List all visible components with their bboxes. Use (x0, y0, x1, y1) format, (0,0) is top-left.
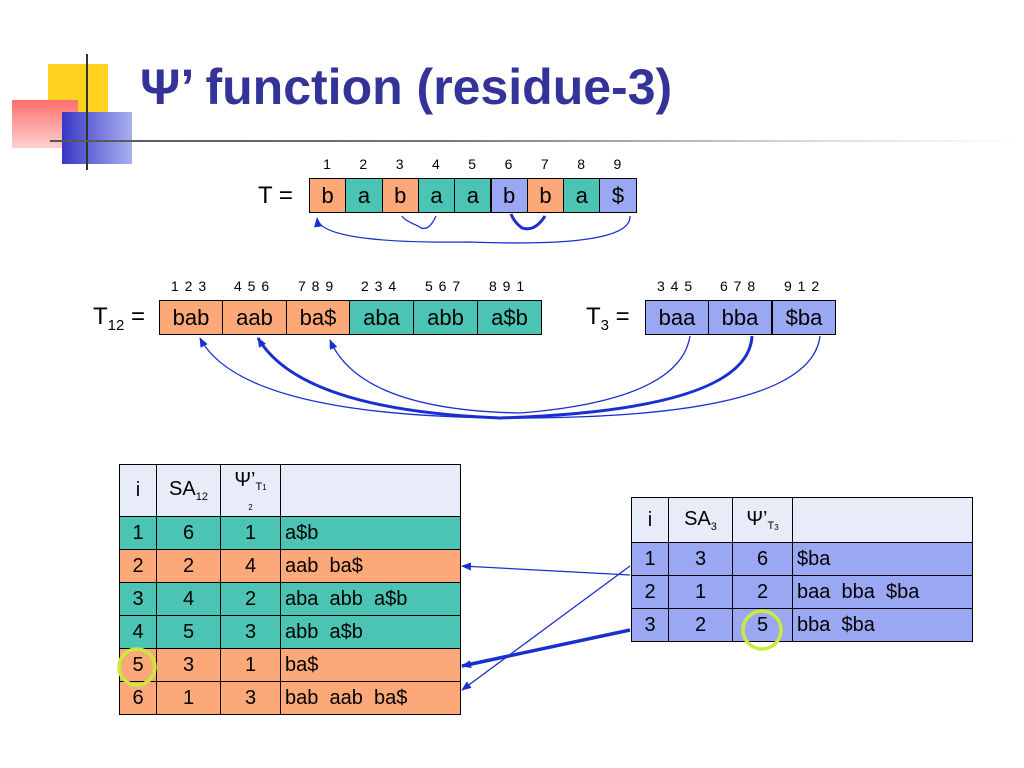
t-char-cell: a (345, 178, 383, 213)
highlight-circle-psi-5 (741, 609, 783, 651)
t-arc-7-to-6 (509, 213, 547, 231)
t-label: T = (258, 182, 293, 209)
cell-sa: 3 (156, 648, 221, 682)
cell-suffix: ba$ (280, 648, 461, 682)
t12-position-label: 7 8 9 (298, 278, 335, 294)
t12-position-label: 4 5 6 (234, 278, 271, 294)
t-arc-4-to-3 (401, 215, 437, 230)
t3-triple-cell: baa (645, 300, 709, 335)
header-i: i (631, 497, 669, 543)
page-title: Ψ’ function (residue-3) (140, 59, 673, 115)
t3-position-label: 9 1 2 (784, 278, 821, 294)
t-index: 8 (577, 156, 585, 172)
t-char-cell: b (526, 178, 565, 213)
logo-blue-square (62, 112, 132, 164)
cell-psi: 2 (732, 575, 793, 609)
t12-triple-cell: bab (159, 300, 223, 335)
t-arc-9-to-1 (314, 215, 631, 244)
t3-position-label: 3 4 5 (657, 278, 694, 294)
t3-triple-cell: bba (708, 300, 772, 335)
t-index: 3 (395, 156, 404, 172)
t-index: 4 (431, 156, 440, 172)
cell-suffix: abb a$b (280, 615, 461, 649)
cell-psi: 1 (220, 648, 281, 682)
cell-suffix: bba $ba (792, 608, 973, 642)
t-index: 6 (504, 156, 513, 172)
arc-bba-to-aab (256, 335, 754, 420)
t-char-cell: b (490, 178, 528, 213)
logo-vertical-line (86, 54, 88, 170)
t-char-cell: a (417, 178, 456, 213)
t12-position-label: 1 2 3 (171, 278, 208, 294)
cell-i: 2 (119, 549, 157, 583)
cell-sa: 1 (668, 575, 733, 609)
t12-triple-cell: aba (349, 300, 414, 335)
t12-label: T12 = (93, 303, 146, 334)
t-index: 7 (540, 156, 549, 172)
cell-sa: 6 (156, 516, 221, 550)
arrow-row1-to-row2 (461, 562, 631, 576)
t-index: 2 (359, 156, 368, 172)
cell-i: 4 (119, 615, 157, 649)
header-i: i (119, 464, 157, 517)
t3-label: T3 = (586, 303, 630, 334)
t-index: 5 (468, 156, 477, 172)
header-sa12: SA12 (156, 464, 221, 517)
t-char-cell: b (381, 178, 419, 213)
cell-i: 1 (119, 516, 157, 550)
cell-suffix: bab aab ba$ (280, 681, 461, 715)
t12-triple-cell: abb (413, 300, 478, 335)
t12-position-label: 5 6 7 (425, 278, 462, 294)
cell-i: 1 (631, 542, 669, 576)
cell-psi: 4 (220, 549, 281, 583)
title-divider (50, 140, 1020, 142)
arc-sba-to-bab (199, 335, 821, 419)
header-sa3: SA3 (668, 497, 733, 543)
t12-position-label: 2 3 4 (361, 278, 398, 294)
t12-triple-cell: ba$ (286, 300, 350, 335)
t-index: 9 (613, 156, 622, 172)
arrow-row2-to-row6 (461, 565, 631, 691)
cell-sa: 2 (668, 608, 733, 642)
t-char-cell: b (309, 178, 347, 213)
cell-i: 2 (631, 575, 669, 609)
cell-i: 6 (119, 681, 157, 715)
cell-sa: 1 (156, 681, 221, 715)
t12-triple-cell: a$b (477, 300, 542, 335)
t-char-cell: $ (599, 178, 637, 213)
t-index: 1 (323, 156, 331, 172)
t-char-cell: a (563, 178, 601, 213)
t3-position-label: 6 7 8 (720, 278, 757, 294)
t12-position-label: 8 9 1 (489, 278, 526, 294)
arrow-row3-to-row5 (461, 628, 631, 669)
cell-suffix: baa bba $ba (792, 575, 973, 609)
cell-psi: 2 (220, 582, 281, 616)
header-psi: Ψ’T3 (732, 497, 793, 543)
cell-sa: 2 (156, 549, 221, 583)
cell-sa: 4 (156, 582, 221, 616)
arc-baa-to-aba (329, 335, 691, 414)
cell-suffix: aba abb a$b (280, 582, 461, 616)
cell-sa: 3 (668, 542, 733, 576)
t3-triple-cell: $ba (772, 300, 836, 335)
highlight-circle-row5 (117, 647, 157, 687)
header-suffix (280, 464, 461, 517)
cell-suffix: aab ba$ (280, 549, 461, 583)
cell-suffix: a$b (280, 516, 461, 550)
